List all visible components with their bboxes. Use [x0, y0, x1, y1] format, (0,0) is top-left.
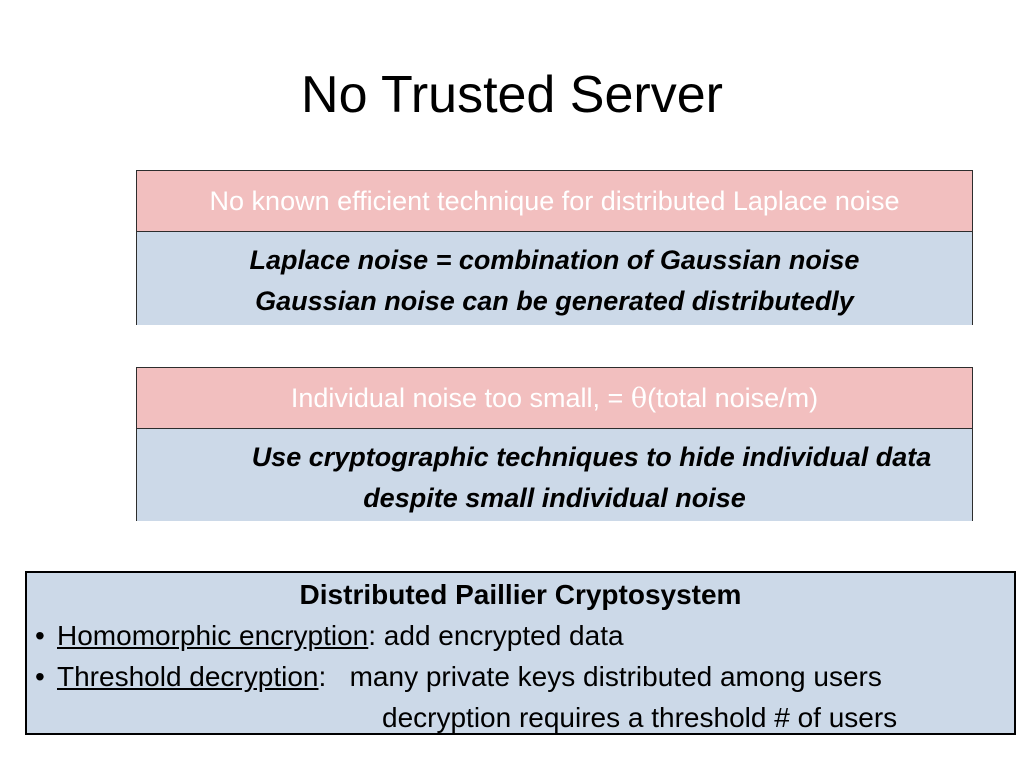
- bullet-text: : many private keys distributed among us…: [318, 661, 882, 692]
- problem-header: Individual noise too small, = θ(total no…: [137, 368, 972, 429]
- bullet-continuation: decryption requires a threshold # of use…: [382, 702, 898, 733]
- laplace-noise-box: No known efficient technique for distrib…: [136, 170, 973, 325]
- slide-title: No Trusted Server: [301, 66, 723, 124]
- bullet-text: : add encrypted data: [368, 620, 624, 651]
- problem-header: No known efficient technique for distrib…: [137, 171, 972, 232]
- solution-area: Use cryptographic techniques to hide ind…: [137, 429, 972, 521]
- theta-symbol: θ: [630, 383, 648, 414]
- bullet-icon: •: [35, 620, 45, 651]
- bullet-item: • Homomorphic encryption: add encrypted d…: [27, 615, 1014, 656]
- bullet-icon: •: [35, 661, 45, 692]
- solution-line: despite small individual noise: [363, 483, 746, 513]
- header-text: (total noise/m): [647, 383, 819, 413]
- solution-line: Use cryptographic techniques to hide ind…: [251, 442, 932, 472]
- crypto-title: Distributed Paillier Cryptosystem: [299, 579, 742, 610]
- bullet-item: • Threshold decryption: many private keys…: [27, 656, 1014, 697]
- solution-line: Laplace noise = combination of Gaussian …: [249, 245, 860, 275]
- solution-area: Laplace noise = combination of Gaussian …: [137, 232, 972, 325]
- individual-noise-box: Individual noise too small, = θ(total no…: [136, 367, 973, 521]
- bullet-term: Homomorphic encryption: [57, 620, 369, 651]
- solution-line: Gaussian noise can be generated distribu…: [255, 286, 854, 316]
- paillier-cryptosystem-box: Distributed Paillier Cryptosystem • Homom…: [25, 571, 1016, 735]
- header-text: Individual noise too small, =: [290, 383, 631, 413]
- bullet-term: Threshold decryption: [57, 661, 319, 692]
